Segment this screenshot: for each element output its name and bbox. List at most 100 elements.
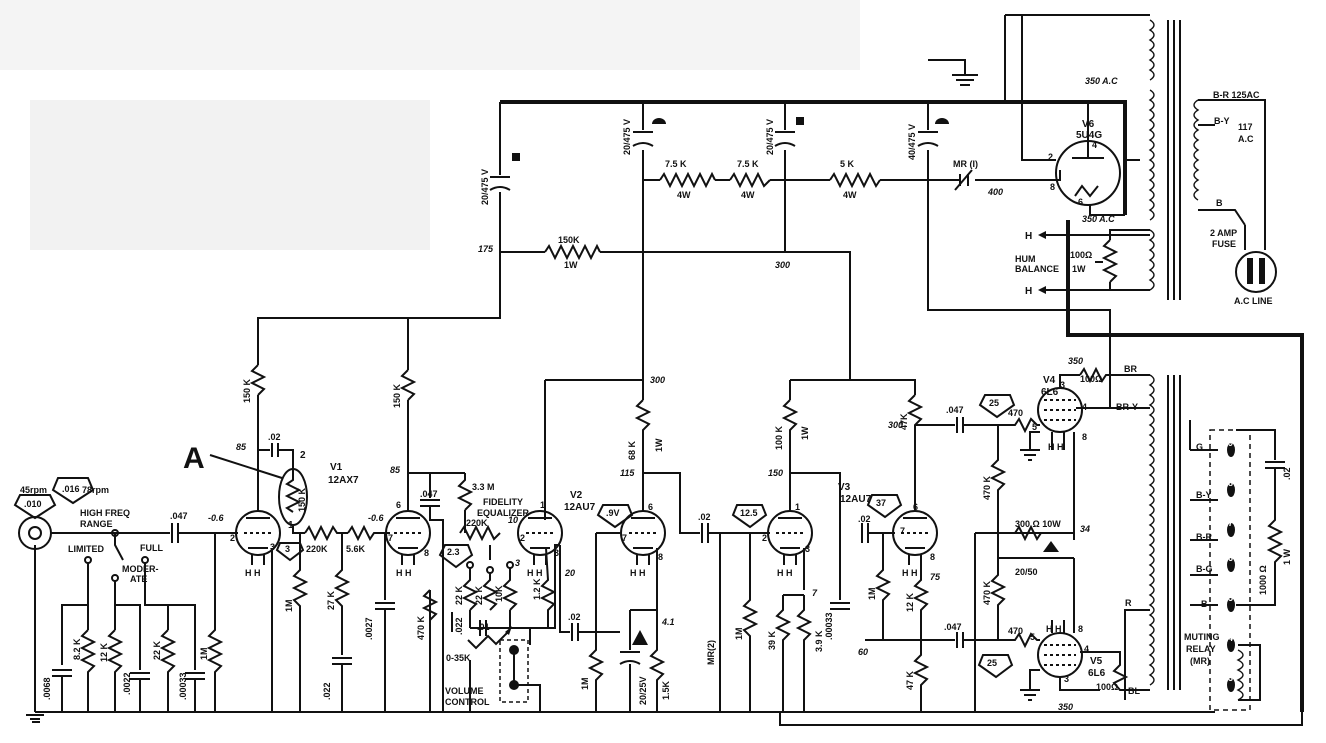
relay-contact xyxy=(1227,443,1235,457)
svg-text:100Ω: 100Ω xyxy=(1096,682,1118,692)
svg-text:.0068: .0068 xyxy=(42,677,52,700)
svg-text:5.6K: 5.6K xyxy=(346,544,366,554)
svg-text:8: 8 xyxy=(1050,182,1055,192)
filter-cap-4: 40/475 V xyxy=(907,118,949,160)
svg-text:.016: .016 xyxy=(62,484,80,494)
svg-text:A.C LINE: A.C LINE xyxy=(1234,296,1273,306)
filter-cap-1: 20/475 V xyxy=(480,153,520,205)
svg-text:.9V: .9V xyxy=(606,508,620,518)
relay-pin-number: 8 xyxy=(1228,478,1233,488)
svg-text:5 K: 5 K xyxy=(840,159,855,169)
svg-text:.047: .047 xyxy=(420,489,438,499)
svg-text:H H: H H xyxy=(902,568,918,578)
svg-text:12.5: 12.5 xyxy=(740,508,758,518)
scan-shade-left xyxy=(30,100,430,250)
svg-text:300 Ω 10W: 300 Ω 10W xyxy=(1015,519,1061,529)
svg-text:V4: V4 xyxy=(1043,375,1056,386)
svg-text:MODER-: MODER- xyxy=(122,564,159,574)
svg-text:470: 470 xyxy=(1008,408,1023,418)
svg-text:45rpm: 45rpm xyxy=(20,485,47,495)
svg-text:350: 350 xyxy=(1058,702,1073,712)
svg-text:3: 3 xyxy=(1064,674,1069,684)
svg-text:5: 5 xyxy=(1032,422,1037,432)
ground-bus xyxy=(26,545,1303,726)
svg-text:H H: H H xyxy=(777,568,793,578)
resistor-150k-v1: 150 K xyxy=(242,364,267,403)
cap-label: 20/475 V xyxy=(765,119,775,155)
svg-text:300: 300 xyxy=(888,420,903,430)
svg-text:20: 20 xyxy=(564,568,575,578)
svg-text:H H: H H xyxy=(630,568,646,578)
cap-label: 20/475 V xyxy=(622,119,632,155)
svg-text:2: 2 xyxy=(520,533,525,543)
svg-text:2.3: 2.3 xyxy=(447,547,460,557)
svg-text:100 K: 100 K xyxy=(774,425,784,450)
cathode-network: 34 300 Ω 10W 20/50 470 K xyxy=(974,519,1090,712)
svg-text:.047: .047 xyxy=(946,405,964,415)
mr1-contact: MR (I) xyxy=(953,159,978,191)
tube-v1-callout: 150 K .02 2 V1 12AX7 1 3 xyxy=(258,432,359,562)
svg-text:150: 150 xyxy=(768,468,783,478)
svg-text:G: G xyxy=(1196,442,1203,452)
svg-text:CONTROL: CONTROL xyxy=(445,697,490,707)
relay-pin-number: 5 xyxy=(1228,593,1233,603)
svg-text:6L6: 6L6 xyxy=(1041,387,1059,398)
svg-text:6: 6 xyxy=(648,502,653,512)
svg-text:1W: 1W xyxy=(564,260,578,270)
svg-text:27 K: 27 K xyxy=(326,590,336,610)
svg-text:115: 115 xyxy=(620,468,635,478)
svg-text:HUM: HUM xyxy=(1015,254,1036,264)
svg-text:350 A.C: 350 A.C xyxy=(1082,214,1115,224)
svg-text:2 AMP: 2 AMP xyxy=(1210,228,1237,238)
svg-text:8.2 K: 8.2 K xyxy=(72,638,82,660)
resistor-150k-top: 150K 1W xyxy=(544,235,601,270)
svg-text:.02: .02 xyxy=(698,512,711,522)
svg-text:150K: 150K xyxy=(558,235,580,245)
svg-text:ATE: ATE xyxy=(130,574,147,584)
svg-text:MR (I): MR (I) xyxy=(953,159,978,169)
svg-text:.010: .010 xyxy=(24,499,42,509)
svg-text:12AX7: 12AX7 xyxy=(328,475,359,486)
svg-text:H H: H H xyxy=(245,568,261,578)
svg-text:3.3 M: 3.3 M xyxy=(472,482,495,492)
svg-text:BR: BR xyxy=(1124,364,1137,374)
tube-v1-section-b: 150 K 6 7 8 H H 85 3.3 M .047 xyxy=(385,369,495,578)
svg-text:VOLUME: VOLUME xyxy=(445,686,484,696)
svg-text:2: 2 xyxy=(1048,152,1053,162)
relay-contact xyxy=(1227,523,1235,537)
svg-text:H: H xyxy=(1025,231,1032,242)
callout-a: A xyxy=(183,442,205,475)
svg-text:B-R 125AC: B-R 125AC xyxy=(1213,90,1260,100)
svg-text:1000 Ω: 1000 Ω xyxy=(1258,565,1268,595)
high-freq-range-switch: HIGH FREQ RANGE LIMITED MODER- ATE FULL xyxy=(61,508,196,670)
svg-text:RELAY: RELAY xyxy=(1186,644,1216,654)
svg-text:150 K: 150 K xyxy=(392,383,402,408)
svg-text:220K: 220K xyxy=(466,518,488,528)
relay-contact xyxy=(1227,558,1235,572)
svg-text:.01: .01 xyxy=(477,622,490,632)
svg-text:85: 85 xyxy=(236,442,247,452)
tube-v5: 25 470 V5 6L6 5 4 3 8 H H 100Ω 350 BL xyxy=(977,558,1150,712)
svg-text:78rpm: 78rpm xyxy=(82,485,109,495)
svg-text:150 K: 150 K xyxy=(242,378,252,403)
svg-text:39 K: 39 K xyxy=(767,630,777,650)
relay-pin-number: 9 xyxy=(1228,438,1233,448)
svg-text:4W: 4W xyxy=(843,190,857,200)
svg-text:7.5 K: 7.5 K xyxy=(737,159,759,169)
svg-text:12AU7: 12AU7 xyxy=(564,502,596,513)
svg-text:8: 8 xyxy=(658,552,663,562)
svg-text:5: 5 xyxy=(1030,632,1035,642)
volume-control: 0-35K VOLUME CONTROL xyxy=(445,626,541,712)
relay-pin-number: 4 xyxy=(1228,633,1233,643)
svg-text:MUTING: MUTING xyxy=(1184,632,1220,642)
svg-text:FIDELITY: FIDELITY xyxy=(483,497,523,507)
svg-text:B-Y: B-Y xyxy=(1196,490,1212,500)
svg-text:5U4G: 5U4G xyxy=(1076,130,1102,141)
svg-text:350: 350 xyxy=(1068,356,1083,366)
svg-text:1M: 1M xyxy=(867,587,877,600)
svg-text:FUSE: FUSE xyxy=(1212,239,1236,249)
svg-text:8: 8 xyxy=(424,548,429,558)
svg-text:V3: V3 xyxy=(838,482,851,493)
tube-v1-section-a: 2 3 H H 85 xyxy=(230,395,281,712)
